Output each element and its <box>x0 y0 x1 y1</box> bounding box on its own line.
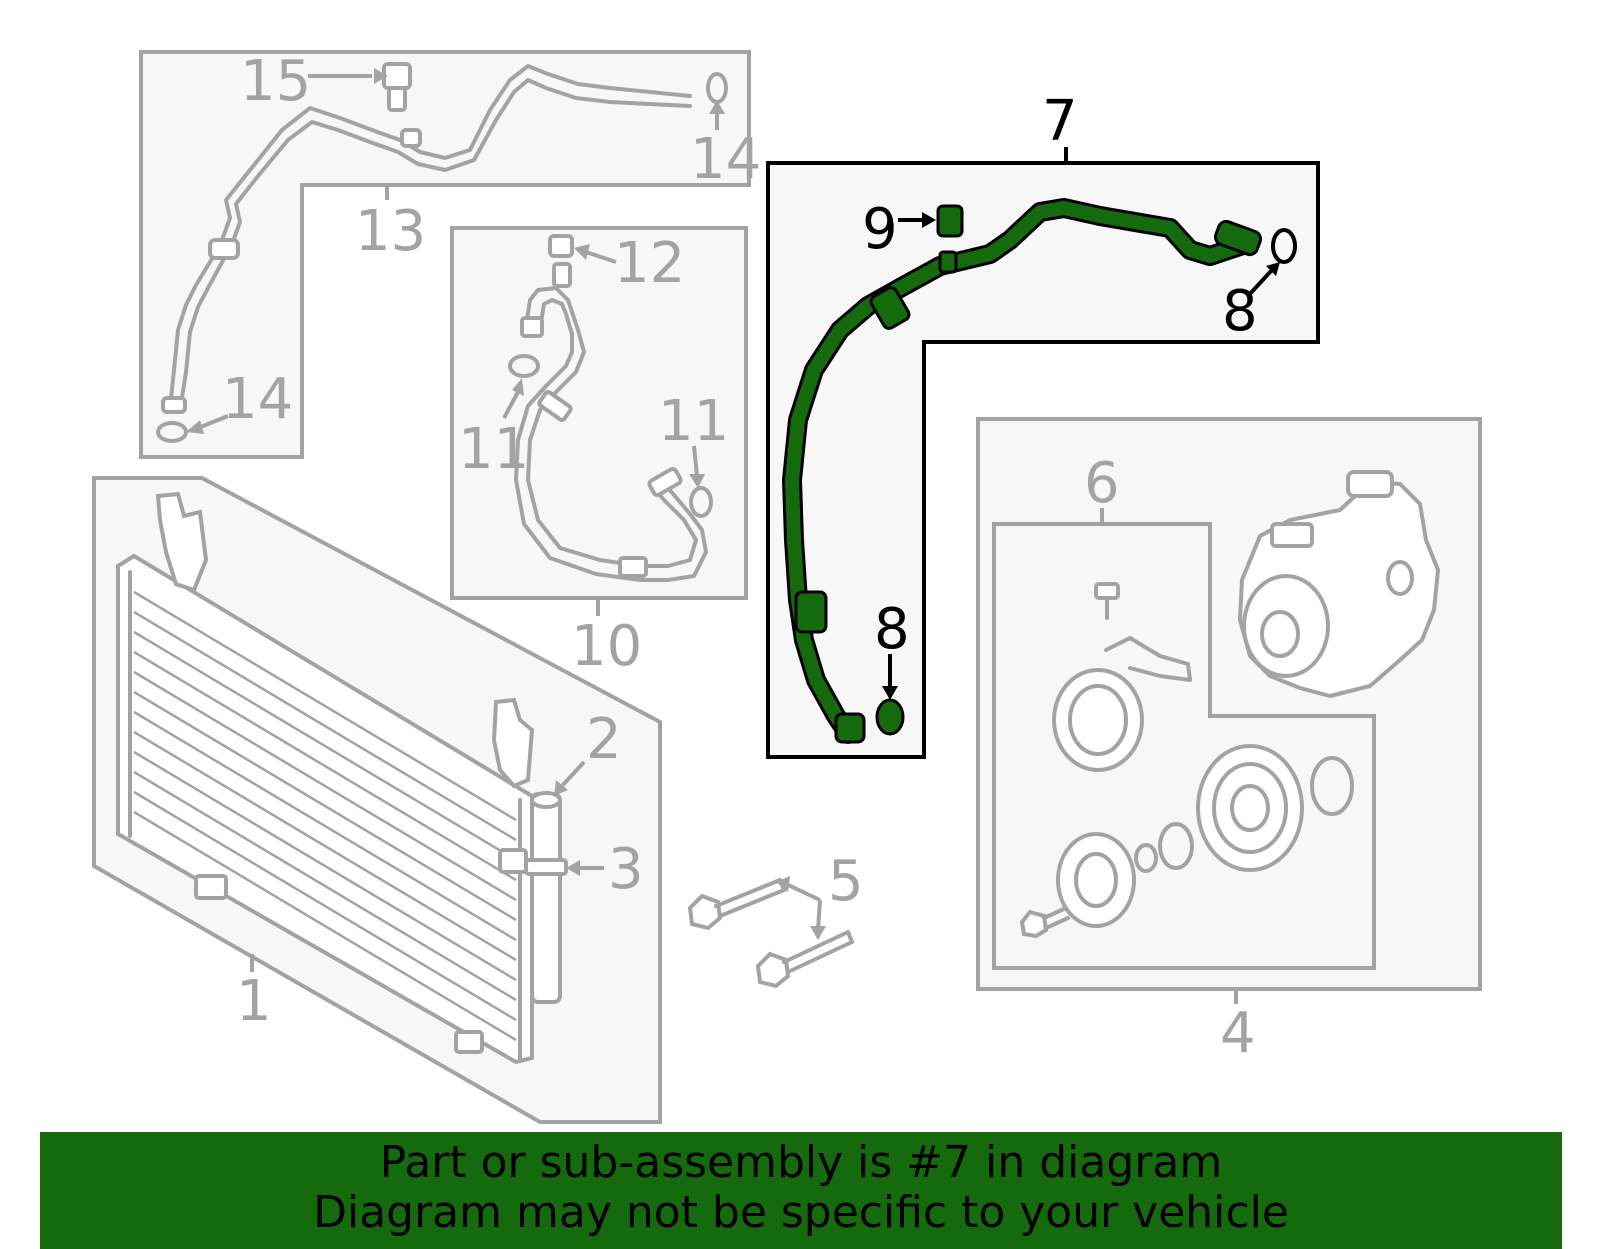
o-ring-8-bottom-highlighted <box>875 698 905 736</box>
callout-14-top: 14 <box>690 127 761 192</box>
banner-line-part-number: Part or sub-assembly is #7 in diagram <box>379 1137 1223 1188</box>
callout-11-right: 11 <box>658 389 729 454</box>
callout-6: 6 <box>1084 451 1120 516</box>
banner-line-disclaimer: Diagram may not be specific to your vehi… <box>313 1187 1289 1238</box>
callout-9: 9 <box>862 197 898 262</box>
o-ring-11-left <box>508 354 540 378</box>
callout-leaders-5 <box>776 876 826 940</box>
callout-1: 1 <box>236 969 272 1034</box>
callout-12: 12 <box>614 231 685 296</box>
suction-hose-7-highlighted <box>782 198 1263 744</box>
callout-4: 4 <box>1220 1001 1256 1066</box>
callout-2: 2 <box>586 707 622 772</box>
callout-3: 3 <box>608 837 644 902</box>
cap-9-highlighted <box>936 204 964 238</box>
o-ring-8-top <box>1271 228 1297 264</box>
pressure-switch-15 <box>382 62 412 112</box>
bracket-3 <box>498 848 568 876</box>
condenser-1 <box>116 491 535 1065</box>
callout-8-bottom: 8 <box>874 597 910 662</box>
callout-leaders-10 <box>502 244 705 616</box>
receiver-drier-2 <box>530 791 562 1004</box>
clutch-parts-6 <box>1019 582 1354 939</box>
callout-14-bottom: 14 <box>222 367 293 432</box>
cap-12 <box>548 234 574 258</box>
o-ring-11-right <box>689 486 713 518</box>
callout-leaders-7 <box>882 212 1280 700</box>
callout-11-left: 11 <box>458 417 529 482</box>
callout-8-top: 8 <box>1222 279 1258 344</box>
callout-5: 5 <box>828 849 864 914</box>
callout-10: 10 <box>571 614 642 679</box>
liquid-hose-10 <box>514 262 708 582</box>
callout-leaders-1 <box>250 760 604 972</box>
callout-13: 13 <box>355 199 426 264</box>
compressor-4 <box>1237 470 1441 699</box>
discharge-hose-13 <box>161 64 692 414</box>
callout-15: 15 <box>240 49 311 114</box>
group-13-frame <box>139 50 751 459</box>
callout-leaders-13 <box>186 68 725 434</box>
notice-banner: Part or sub-assembly is #7 in diagram Di… <box>40 1132 1562 1249</box>
callout-7: 7 <box>1042 89 1078 154</box>
